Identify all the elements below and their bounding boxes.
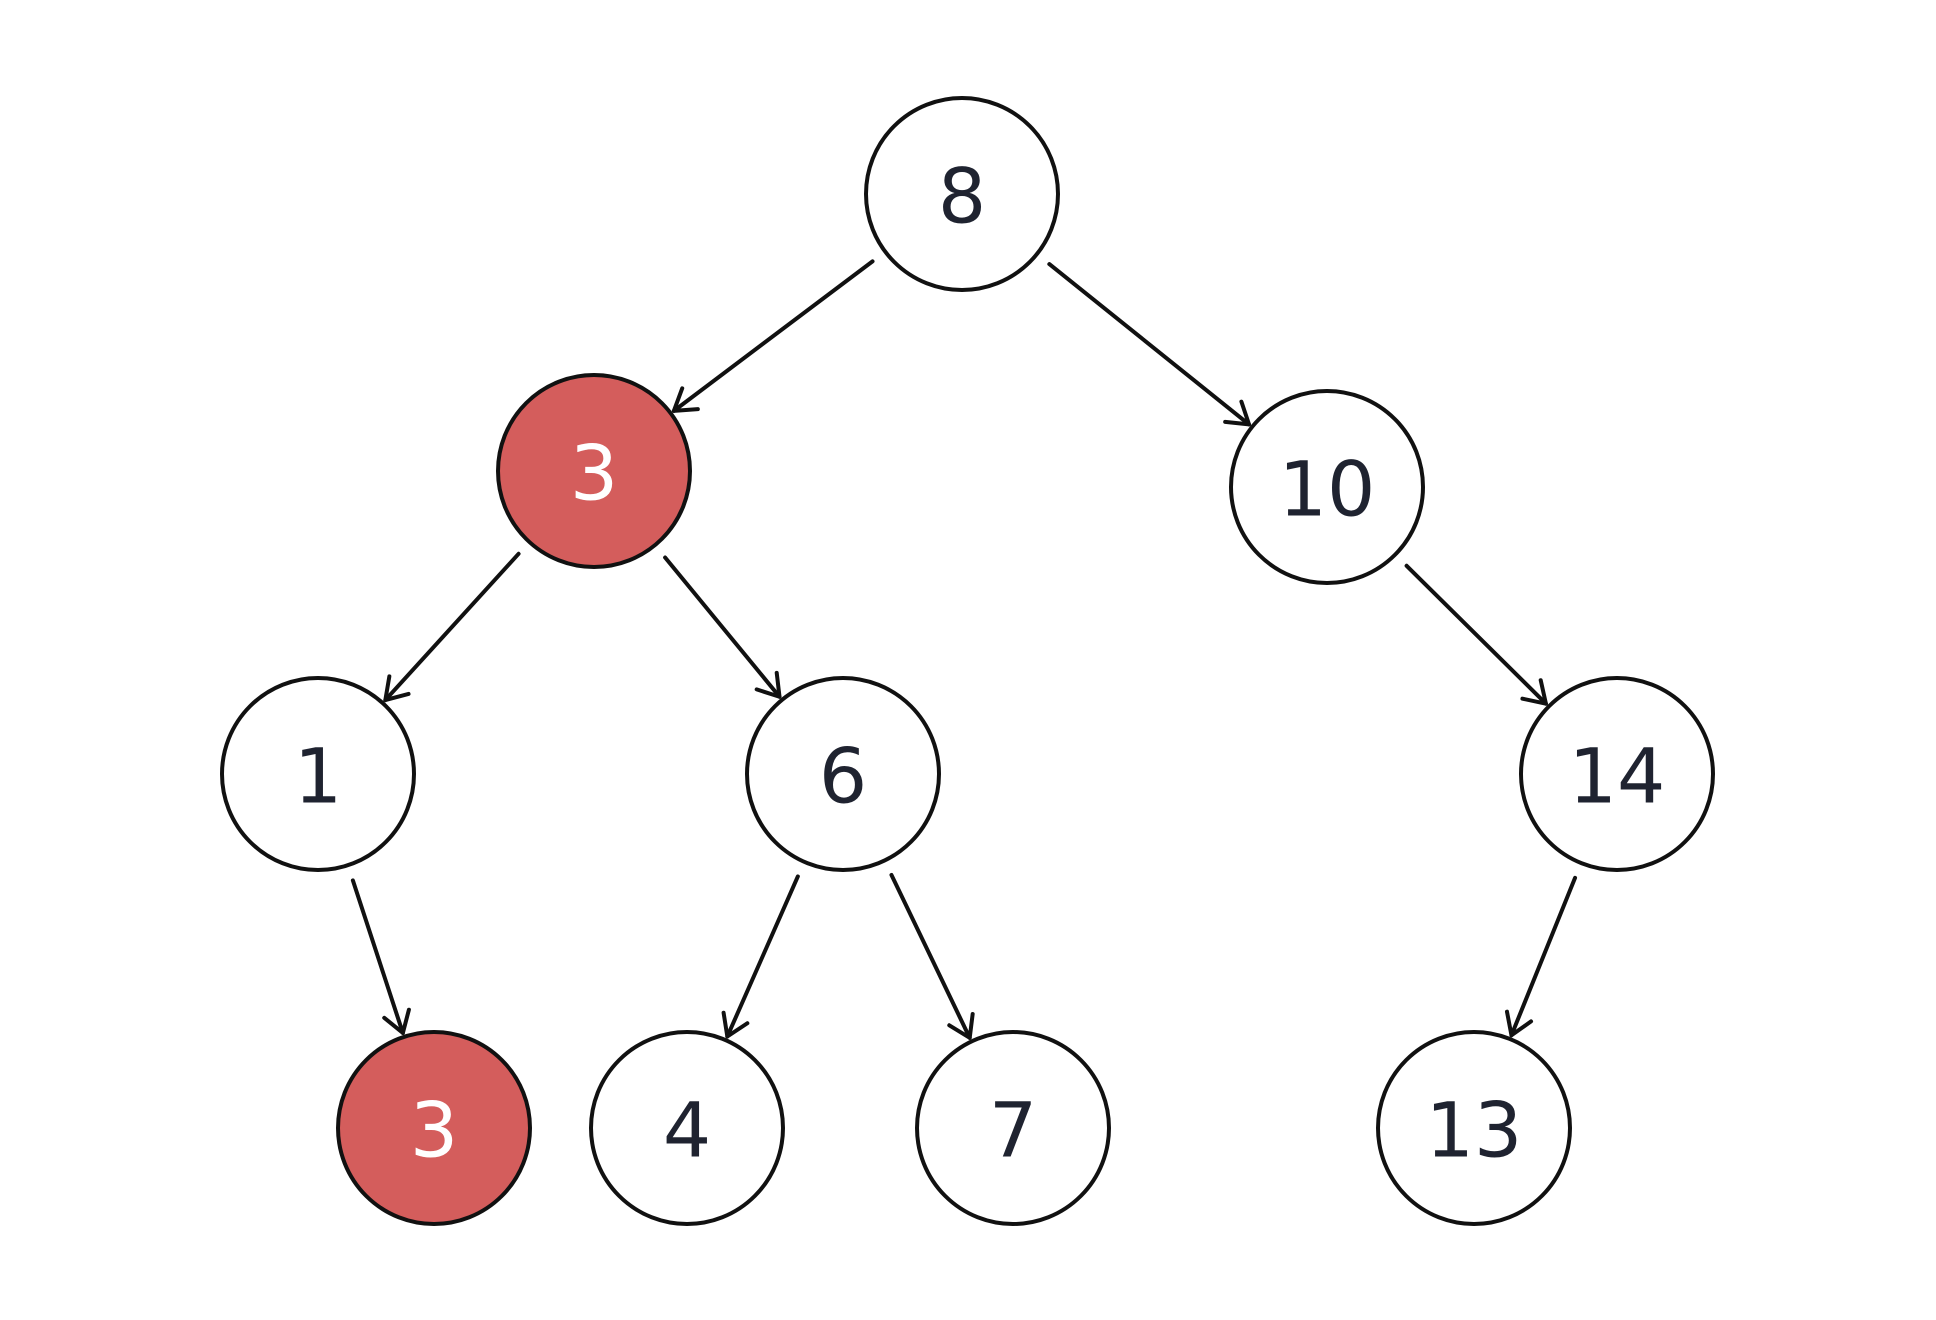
node-label: 8 [938, 152, 986, 241]
tree-node-n3b-highlighted: 3 [336, 1030, 532, 1226]
node-circle [220, 676, 416, 872]
edge-line [671, 259, 875, 413]
node-label: 4 [663, 1086, 711, 1175]
tree-node-n14: 14 [1519, 676, 1715, 872]
arrowhead-icon [947, 1012, 975, 1040]
node-circle [915, 1030, 1111, 1226]
tree-node-n1: 1 [220, 676, 416, 872]
arrowhead-icon [1504, 1009, 1534, 1038]
arrowhead-icon [721, 1010, 750, 1039]
node-label: 13 [1426, 1086, 1523, 1175]
node-circle [745, 676, 941, 872]
node-circle [1519, 676, 1715, 872]
tree-node-n10: 10 [1229, 389, 1425, 585]
edge-n8-n10 [1047, 262, 1252, 427]
node-circle [1376, 1030, 1572, 1226]
edge-n10-n14 [1404, 563, 1548, 706]
tree-node-n3a-highlighted: 3 [496, 373, 692, 569]
node-label: 10 [1279, 445, 1376, 534]
tree-node-n6: 6 [745, 676, 941, 872]
edge-n3a-n6 [663, 555, 782, 699]
edge-line [663, 555, 782, 699]
tree-node-n7: 7 [915, 1030, 1111, 1226]
edge-line [1509, 875, 1578, 1038]
node-label: 1 [294, 732, 342, 821]
edge-line [383, 551, 521, 703]
node-label: 6 [819, 732, 867, 821]
edge-line [889, 872, 972, 1040]
edges-layer [350, 259, 1578, 1040]
edge-n6-n4 [721, 874, 800, 1039]
node-circle [589, 1030, 785, 1226]
edge-n1-n3b [350, 878, 411, 1035]
arrowhead-icon [382, 1007, 411, 1035]
edge-line [1047, 262, 1252, 427]
edge-line [1404, 563, 1548, 706]
edge-line [350, 878, 405, 1035]
arrowhead-icon [754, 670, 782, 699]
node-circle [336, 1030, 532, 1226]
node-label: 3 [570, 429, 618, 518]
edge-n6-n7 [889, 872, 975, 1040]
edge-n3a-n1 [383, 551, 521, 703]
node-label: 7 [989, 1086, 1037, 1175]
node-label: 14 [1569, 732, 1666, 821]
edge-line [725, 874, 800, 1039]
arrowhead-icon [383, 674, 411, 703]
node-circle [496, 373, 692, 569]
tree-node-n8: 8 [864, 96, 1060, 292]
node-label: 3 [410, 1086, 458, 1175]
nodes-layer: 8 3 10 1 6 14 3 4 7 13 [220, 96, 1715, 1226]
arrowhead-icon [1223, 399, 1252, 427]
arrowhead-icon [671, 386, 700, 413]
tree-node-n13: 13 [1376, 1030, 1572, 1226]
edge-n14-n13 [1504, 875, 1578, 1038]
node-circle [864, 96, 1060, 292]
tree-node-n4: 4 [589, 1030, 785, 1226]
edge-n8-n3a [671, 259, 875, 413]
arrowhead-icon [1520, 678, 1548, 706]
node-circle [1229, 389, 1425, 585]
